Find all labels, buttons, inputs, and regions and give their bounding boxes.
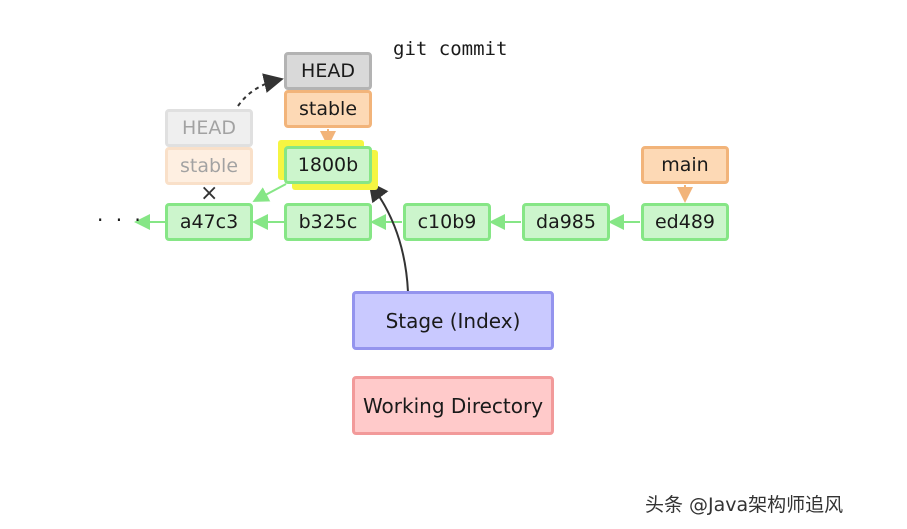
old-stable-branch-ref: stable xyxy=(165,147,253,185)
stage-index-area: Stage (Index) xyxy=(352,291,554,350)
working-directory-area: Working Directory xyxy=(352,376,554,435)
head-move-arrow xyxy=(237,73,284,107)
stage-to-commit-arrow xyxy=(368,181,409,293)
command-label: git commit xyxy=(393,38,508,60)
head-ref: HEAD xyxy=(284,52,372,90)
removed-mark-icon: × xyxy=(200,181,219,206)
commit-node-new: 1800b xyxy=(284,146,372,184)
parent-link-1800b-a47c3 xyxy=(252,183,287,202)
main-branch-ref: main xyxy=(641,146,729,184)
watermark-text: 头条 @Java架构师追风 xyxy=(645,494,844,516)
history-ellipsis: · · · xyxy=(97,208,144,232)
commit-node-b325c: b325c xyxy=(284,203,372,241)
stable-branch-ref: stable xyxy=(284,90,372,128)
commit-node-da985: da985 xyxy=(522,203,610,241)
old-head-ref: HEAD xyxy=(165,109,253,147)
commit-node-ed489: ed489 xyxy=(641,203,729,241)
commit-node-a47c3: a47c3 xyxy=(165,203,253,241)
commit-node-c10b9: c10b9 xyxy=(403,203,491,241)
